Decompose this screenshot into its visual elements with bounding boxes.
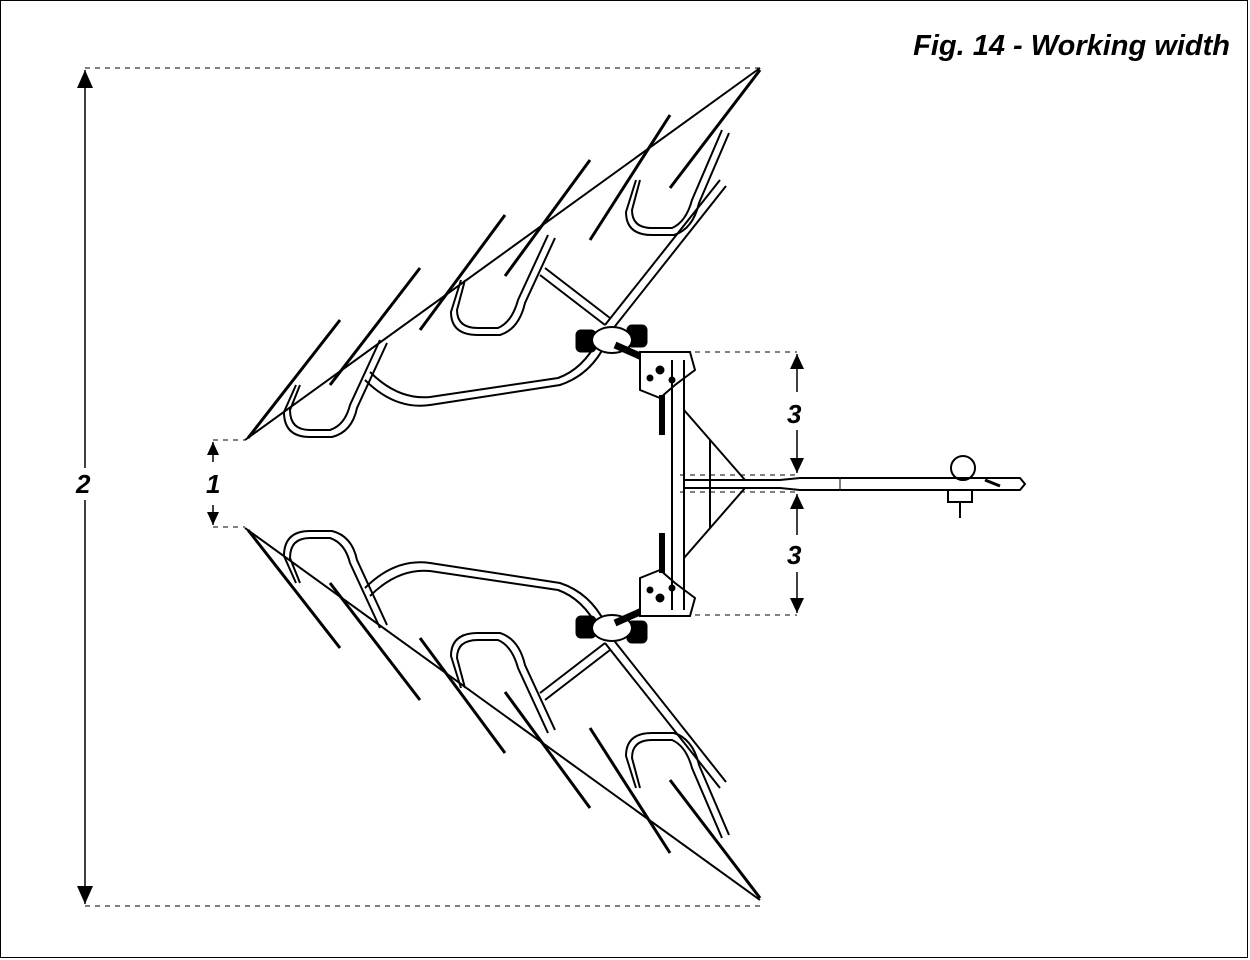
- central-frame: [671, 360, 746, 610]
- rake-lower-half: [245, 528, 760, 900]
- rake-upper-half: [244, 67, 762, 441]
- callout-gap: 1: [206, 469, 220, 499]
- upper-rotor-arms: [282, 129, 730, 438]
- figure-title: Fig. 14 - Working width: [913, 30, 1230, 62]
- callout-upper-offset: 3: [787, 399, 802, 429]
- callout-lower-offset: 3: [787, 540, 802, 570]
- callout-total-width: 2: [75, 469, 91, 499]
- upper-main-beams: [364, 179, 727, 407]
- upper-tine-bars: [244, 67, 762, 441]
- drawbar: [684, 477, 1027, 491]
- jack-stand-icon: [947, 455, 976, 518]
